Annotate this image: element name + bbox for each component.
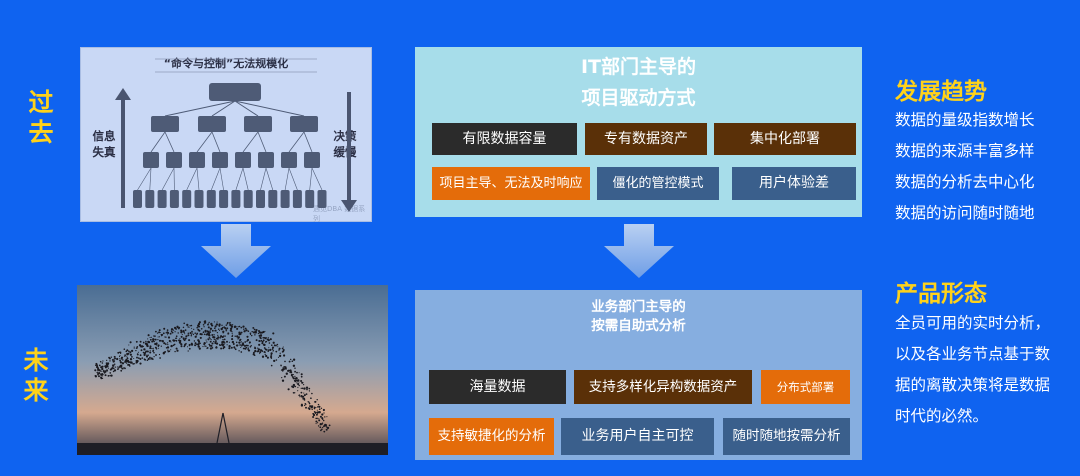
tag-distributed-deploy: 分布式部署 [761,370,850,404]
tag-centralized-deploy: 集中化部署 [714,123,856,155]
down-arrow-right-icon [604,224,674,278]
tag-project-led: 项目主导、无法及时响应 [432,167,590,200]
info-distortion-label: 信息失真 [92,129,116,159]
product-line: 以及各业务节点基于数 [895,345,1051,363]
trends-title: 发展趋势 [895,79,987,105]
future-label: 未来 [23,346,49,405]
tag-limited-capacity: 有限数据容量 [432,123,577,155]
hierarchy-header: “命令与控制”无法规模化 [163,57,289,70]
hierarchy-diagram: “命令与控制”无法规模化 信息失真 决策缓慢 遇见DBA 数据系列 [80,47,372,223]
product-line: 时代的必然。 [895,407,989,425]
product-text: 全员可用的实时分析， 以及各业务节点基于数 据的离散决策将是数据 时代的必然。 [895,308,1050,432]
trend-item: 数据的来源丰富多样 [895,142,1035,160]
trends-list: 数据的量级指数增长 数据的来源丰富多样 数据的分析去中心化 数据的访问随时随地 [895,105,1035,229]
panel-title-line1: 业务部门主导的 [591,299,686,315]
product-line: 全员可用的实时分析， [895,314,1051,332]
past-label: 过去 [28,88,54,147]
tag-agile-analysis: 支持敏捷化的分析 [429,418,554,455]
bird-flock-photo [77,285,388,455]
tag-poor-ux: 用户体验差 [732,167,856,200]
tag-user-autonomy: 业务用户自主可控 [561,418,714,455]
tag-heterogeneous-assets: 支持多样化异构数据资产 [574,370,752,404]
watermark: 遇见DBA 数据系列 [313,205,366,223]
tag-proprietary-assets: 专有数据资产 [585,123,707,155]
panel-title-line2: 按需自助式分析 [591,318,686,334]
org-tree-graphic [115,58,357,212]
panel-title-line1: IT部门主导的 [580,56,697,78]
trend-item: 数据的访问随时随地 [895,204,1035,222]
product-line: 据的离散决策将是数据 [895,376,1051,394]
panel-title-line2: 项目驱动方式 [581,87,696,109]
it-driven-panel: IT部门主导的 项目驱动方式 有限数据容量 专有数据资产 集中化部署 项目主导、… [415,47,862,217]
down-arrow-icon [341,200,357,212]
product-title: 产品形态 [895,281,987,307]
up-arrow-icon [115,88,131,100]
tag-anytime-analysis: 随时随地按需分析 [723,418,850,455]
tag-massive-data: 海量数据 [429,370,566,404]
tag-rigid-control: 僵化的管控模式 [597,167,719,200]
business-driven-panel: 业务部门主导的 按需自助式分析 海量数据 支持多样化异构数据资产 分布式部署 支… [415,290,862,460]
down-arrow-left-icon [201,224,271,278]
trend-item: 数据的分析去中心化 [895,173,1035,191]
trend-item: 数据的量级指数增长 [895,111,1035,129]
